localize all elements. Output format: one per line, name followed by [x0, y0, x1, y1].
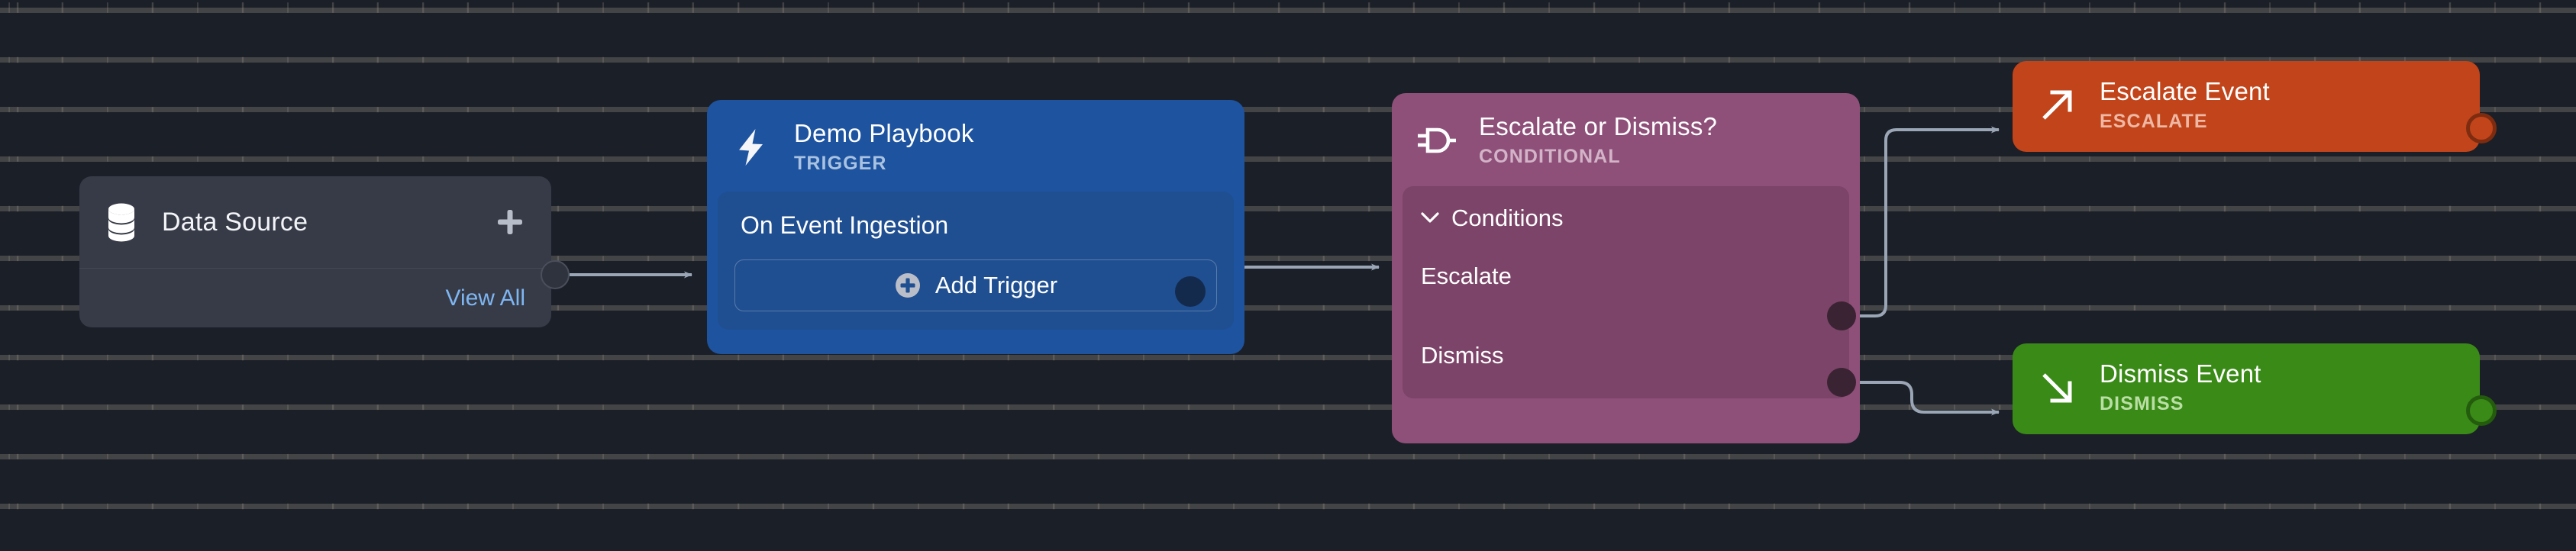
condition-row-dismiss[interactable]: Dismiss [1421, 341, 1504, 369]
conditional-node-body: Conditions Escalate Dismiss [1403, 185, 1849, 398]
add-trigger-label: Add Trigger [935, 271, 1058, 298]
add-trigger-button[interactable]: Add Trigger [734, 259, 1217, 311]
escalate-event-header: Escalate Event ESCALATE [2013, 61, 2480, 148]
condition-dismiss-output-port[interactable] [1827, 368, 1856, 397]
trigger-node-kind: TRIGGER [794, 152, 887, 174]
conditional-node-kind: CONDITIONAL [1479, 145, 1621, 167]
condition-escalate-output-port[interactable] [1827, 301, 1856, 330]
escalate-event-kind: ESCALATE [2100, 110, 2208, 132]
conditional-node-title: Escalate or Dismiss? [1479, 112, 1718, 140]
conditions-label: Conditions [1451, 204, 1564, 231]
trigger-node-title: Demo Playbook [794, 119, 974, 147]
data-source-footer: View All [79, 269, 551, 327]
dismiss-event-header: Dismiss Event DISMISS [2013, 343, 2480, 430]
dismiss-event-node[interactable]: Dismiss Event DISMISS [2013, 343, 2480, 434]
dismiss-event-kind: DISMISS [2100, 392, 2184, 414]
lightning-bolt-icon [739, 128, 763, 166]
dismiss-event-title: Dismiss Event [2100, 359, 2261, 388]
data-source-node[interactable]: Data Source View All [79, 176, 551, 327]
arrow-down-right-icon [2042, 373, 2072, 403]
data-source-output-port[interactable] [541, 260, 570, 289]
data-source-title: Data Source [162, 207, 308, 237]
condition-row-escalate[interactable]: Escalate [1421, 262, 1512, 289]
escalate-event-title: Escalate Event [2100, 77, 2270, 105]
chevron-down-icon [1421, 212, 1439, 224]
escalate-event-output-port[interactable] [2466, 113, 2497, 143]
database-icon [108, 203, 134, 242]
dismiss-event-output-port[interactable] [2466, 395, 2497, 426]
conditional-node-header: Escalate or Dismiss? CONDITIONAL [1392, 93, 1860, 185]
conditional-node[interactable]: Escalate or Dismiss? CONDITIONAL Conditi… [1392, 93, 1860, 443]
escalate-event-node[interactable]: Escalate Event ESCALATE [2013, 61, 2480, 152]
data-source-divider [79, 268, 551, 269]
trigger-output-port[interactable] [1175, 276, 1206, 307]
conditions-toggle[interactable]: Conditions [1419, 201, 1832, 252]
arrow-up-right-icon [2042, 90, 2072, 120]
add-data-source-icon[interactable] [495, 207, 525, 237]
trigger-row[interactable]: On Event Ingestion [741, 211, 949, 239]
data-source-header: Data Source [79, 176, 551, 268]
edge-escalate [1855, 126, 2000, 317]
plus-circle-icon [895, 272, 920, 298]
logic-gate-icon [1418, 127, 1456, 153]
trigger-node-body: On Event Ingestion Add Trigger [718, 191, 1234, 330]
trigger-node[interactable]: Demo Playbook TRIGGER On Event Ingestion… [707, 100, 1244, 354]
view-all-link[interactable]: View All [445, 285, 525, 311]
edge-dismiss [1855, 381, 2000, 416]
trigger-node-header: Demo Playbook TRIGGER [707, 100, 1244, 192]
